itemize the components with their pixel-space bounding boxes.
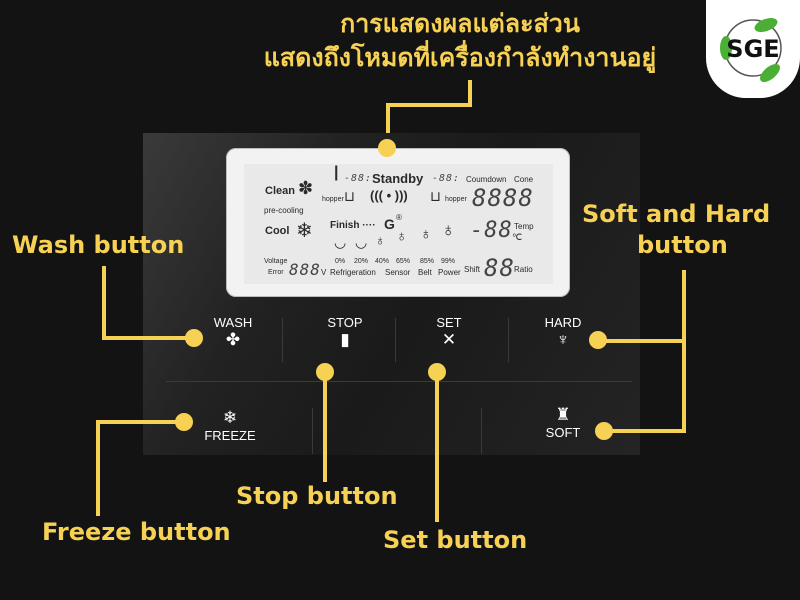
hopper-right-icon: ⊔: [430, 188, 441, 204]
level-85: 85%: [420, 258, 435, 265]
set-button[interactable]: SET ✕: [422, 315, 476, 350]
soft-button[interactable]: ♜ SOFT: [536, 405, 590, 440]
callout-soft-hard-2: button: [637, 231, 728, 259]
freeze-marker: [175, 413, 193, 431]
freeze-button[interactable]: ❄ FREEZE: [200, 408, 260, 443]
temp-label: Temp: [514, 222, 534, 231]
status-standby: Standby: [372, 171, 424, 186]
label-refrigeration: Refrigeration: [330, 268, 376, 277]
lcd-display: | Clean ✽ pre-cooling Cool ❄ -88: Standb…: [244, 164, 553, 284]
hopper-left-label: hopper: [322, 196, 344, 203]
hopper-right-label: hopper: [445, 196, 467, 203]
shift-value: 88: [484, 254, 515, 282]
cone-level-40-icon: ♁: [375, 232, 386, 248]
set-label: SET: [436, 315, 462, 330]
stop-button[interactable]: STOP ▮: [318, 315, 372, 350]
shift-label: Shift: [464, 265, 481, 274]
svg-text:SGE: SGE: [726, 35, 779, 63]
wash-button[interactable]: WASH ✤: [206, 315, 260, 350]
signal-icon: ((( • ))): [370, 188, 408, 203]
error-label: Error: [268, 269, 284, 276]
status-finish: Finish ····: [330, 220, 376, 231]
soft-cone-icon: ♜: [555, 405, 571, 424]
snowflake-icon: ❄: [296, 220, 313, 242]
label-sensor: Sensor: [385, 268, 411, 277]
countdown-value: 8888: [472, 184, 534, 212]
display-marker: [378, 139, 396, 157]
voltage-label: Voltage: [264, 258, 288, 265]
hopper-left-icon: ⊔: [344, 188, 355, 204]
timer-left: -88:: [344, 173, 373, 184]
stop-label: STOP: [327, 315, 363, 330]
stop-icon: ▮: [340, 330, 350, 349]
temp-unit: ℃: [512, 232, 523, 242]
voltage-value: 888: [289, 260, 321, 279]
title-line-1: การแสดงผลแต่ละส่วน: [340, 9, 580, 38]
level-20: 20%: [354, 258, 369, 265]
mode-cool: Cool: [265, 225, 290, 237]
cone-level-65-icon: ♁: [396, 228, 408, 245]
soft-label: SOFT: [545, 425, 581, 440]
timer-right: -88:: [432, 173, 461, 184]
lcd-bar: |: [334, 164, 339, 181]
mode-precooling: pre-cooling: [264, 206, 304, 215]
ratio-label: Ratio: [514, 265, 533, 274]
wash-label: WASH: [213, 315, 253, 330]
g-symbol: G: [384, 216, 395, 232]
cone-level-0-icon: ◡: [334, 234, 347, 250]
mode-clean: Clean: [265, 185, 295, 197]
cone-level-99-icon: ♁: [441, 220, 456, 241]
callout-set: Set button: [383, 526, 528, 554]
countdown-label: Coumdown: [466, 175, 507, 184]
callout-wash: Wash button: [12, 231, 185, 259]
sge-logo: SGE: [706, 0, 800, 98]
wash-marker: [185, 329, 203, 347]
hard-button[interactable]: HARD ♆: [536, 315, 590, 350]
hard-cone-icon: ♆: [556, 330, 570, 349]
cone-level-85-icon: ♁: [420, 226, 432, 243]
voltage-unit: V: [321, 268, 327, 277]
registered-symbol: ®: [396, 213, 402, 222]
temp-value: -88: [470, 218, 513, 243]
callout-freeze: Freeze button: [42, 518, 231, 546]
fan-icon: ✽: [298, 178, 314, 198]
level-40: 40%: [375, 258, 390, 265]
cone-level-20-icon: ◡: [355, 234, 368, 250]
hard-label: HARD: [544, 315, 582, 330]
cone-label: Cone: [514, 175, 534, 184]
level-0: 0%: [335, 258, 346, 265]
level-99: 99%: [441, 258, 456, 265]
freeze-label: FREEZE: [204, 428, 256, 443]
callout-stop: Stop button: [236, 482, 398, 510]
label-power: Power: [438, 268, 461, 277]
snowflake-icon: ❄: [222, 408, 238, 427]
hard-marker: [589, 331, 607, 349]
leaf-ring-icon: SGE: [720, 18, 782, 82]
title-line-2: แสดงถึงโหมดที่เครื่องกำลังทำงานอยู่: [263, 43, 657, 72]
label-belt: Belt: [418, 268, 432, 277]
fan-icon: ✤: [225, 330, 241, 349]
tools-icon: ✕: [441, 330, 457, 349]
callout-soft-hard-1: Soft and Hard: [582, 200, 771, 228]
soft-marker: [595, 422, 613, 440]
level-65: 65%: [396, 258, 411, 265]
